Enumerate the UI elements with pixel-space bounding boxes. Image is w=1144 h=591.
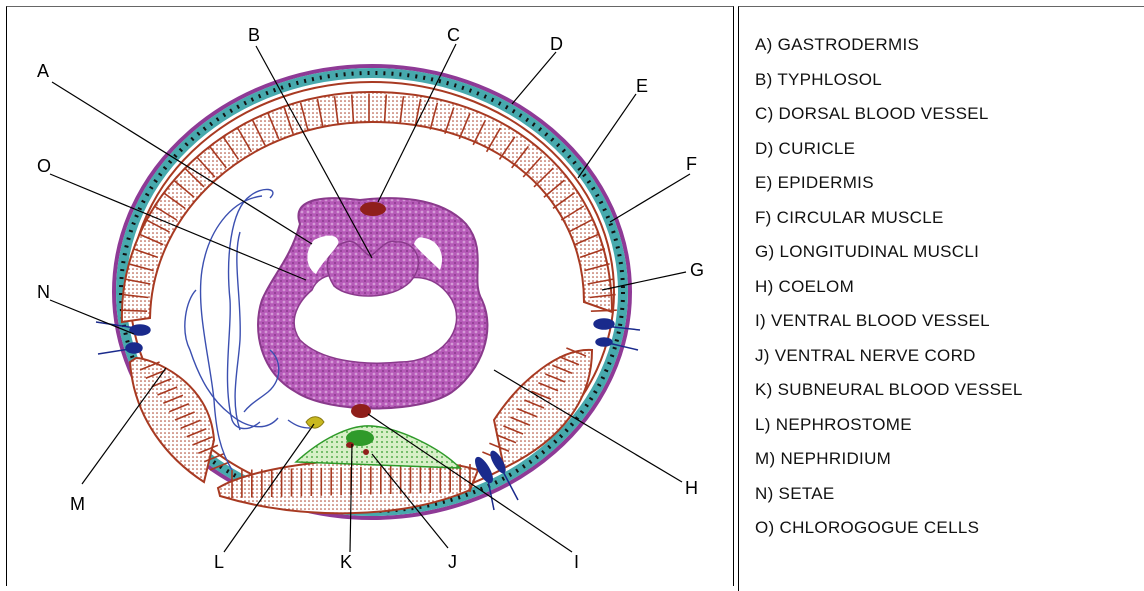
earthworm-cross-section-diagram: A B C D E F G H I J K L M N O [0, 0, 736, 591]
callout-letter-j: J [448, 552, 457, 572]
dorsal-blood-vessel [360, 202, 386, 216]
muscle-fibre [121, 310, 147, 311]
muscle-fibre [591, 310, 617, 311]
legend-panel: A) GASTRODERMIS B) TYPHLOSOL C) DORSAL B… [738, 6, 1144, 591]
callout-letter-a: A [37, 61, 49, 81]
callout-letter-k: K [340, 552, 352, 572]
callout-letter-b: B [248, 25, 260, 45]
callout-letter-i: I [574, 552, 579, 572]
legend-item-b: B) TYPHLOSOL [755, 70, 1023, 105]
legend-item-m: M) NEPHRIDIUM [755, 449, 1023, 484]
legend-item-i: I) VENTRAL BLOOD VESSEL [755, 311, 1023, 346]
legend-item-e: E) EPIDERMIS [755, 173, 1023, 208]
legend-item-k: K) SUBNEURAL BLOOD VESSEL [755, 380, 1023, 415]
legend-item-g: G) LONGITUDINAL MUSCLI [755, 242, 1023, 277]
legend-item-h: H) COELOM [755, 277, 1023, 312]
callout-letter-h: H [685, 478, 698, 498]
legend-item-f: F) CIRCULAR MUSCLE [755, 208, 1023, 243]
legend-item-n: N) SETAE [755, 484, 1023, 519]
legend-list: A) GASTRODERMIS B) TYPHLOSOL C) DORSAL B… [755, 35, 1023, 553]
callout-letter-f: F [686, 154, 697, 174]
callout-letter-m: M [70, 494, 85, 514]
callout-letter-l: L [214, 552, 224, 572]
legend-item-o: O) CHLOROGOGUE CELLS [755, 518, 1023, 553]
nephrostome [306, 417, 324, 428]
legend-item-j: J) VENTRAL NERVE CORD [755, 346, 1023, 381]
callout-letter-g: G [690, 260, 704, 280]
callout-letter-n: N [37, 282, 50, 302]
legend-item-l: L) NEPHROSTOME [755, 415, 1023, 450]
callout-letter-e: E [636, 76, 648, 96]
legend-item-a: A) GASTRODERMIS [755, 35, 1023, 70]
intestine [258, 198, 487, 408]
callout-letter-d: D [550, 34, 563, 54]
legend-item-c: C) DORSAL BLOOD VESSEL [755, 104, 1023, 139]
callout-letter-c: C [447, 25, 460, 45]
ventral-blood-vessel [351, 404, 371, 418]
legend-item-d: D) CURICLE [755, 139, 1023, 174]
callout-letter-o: O [37, 156, 51, 176]
